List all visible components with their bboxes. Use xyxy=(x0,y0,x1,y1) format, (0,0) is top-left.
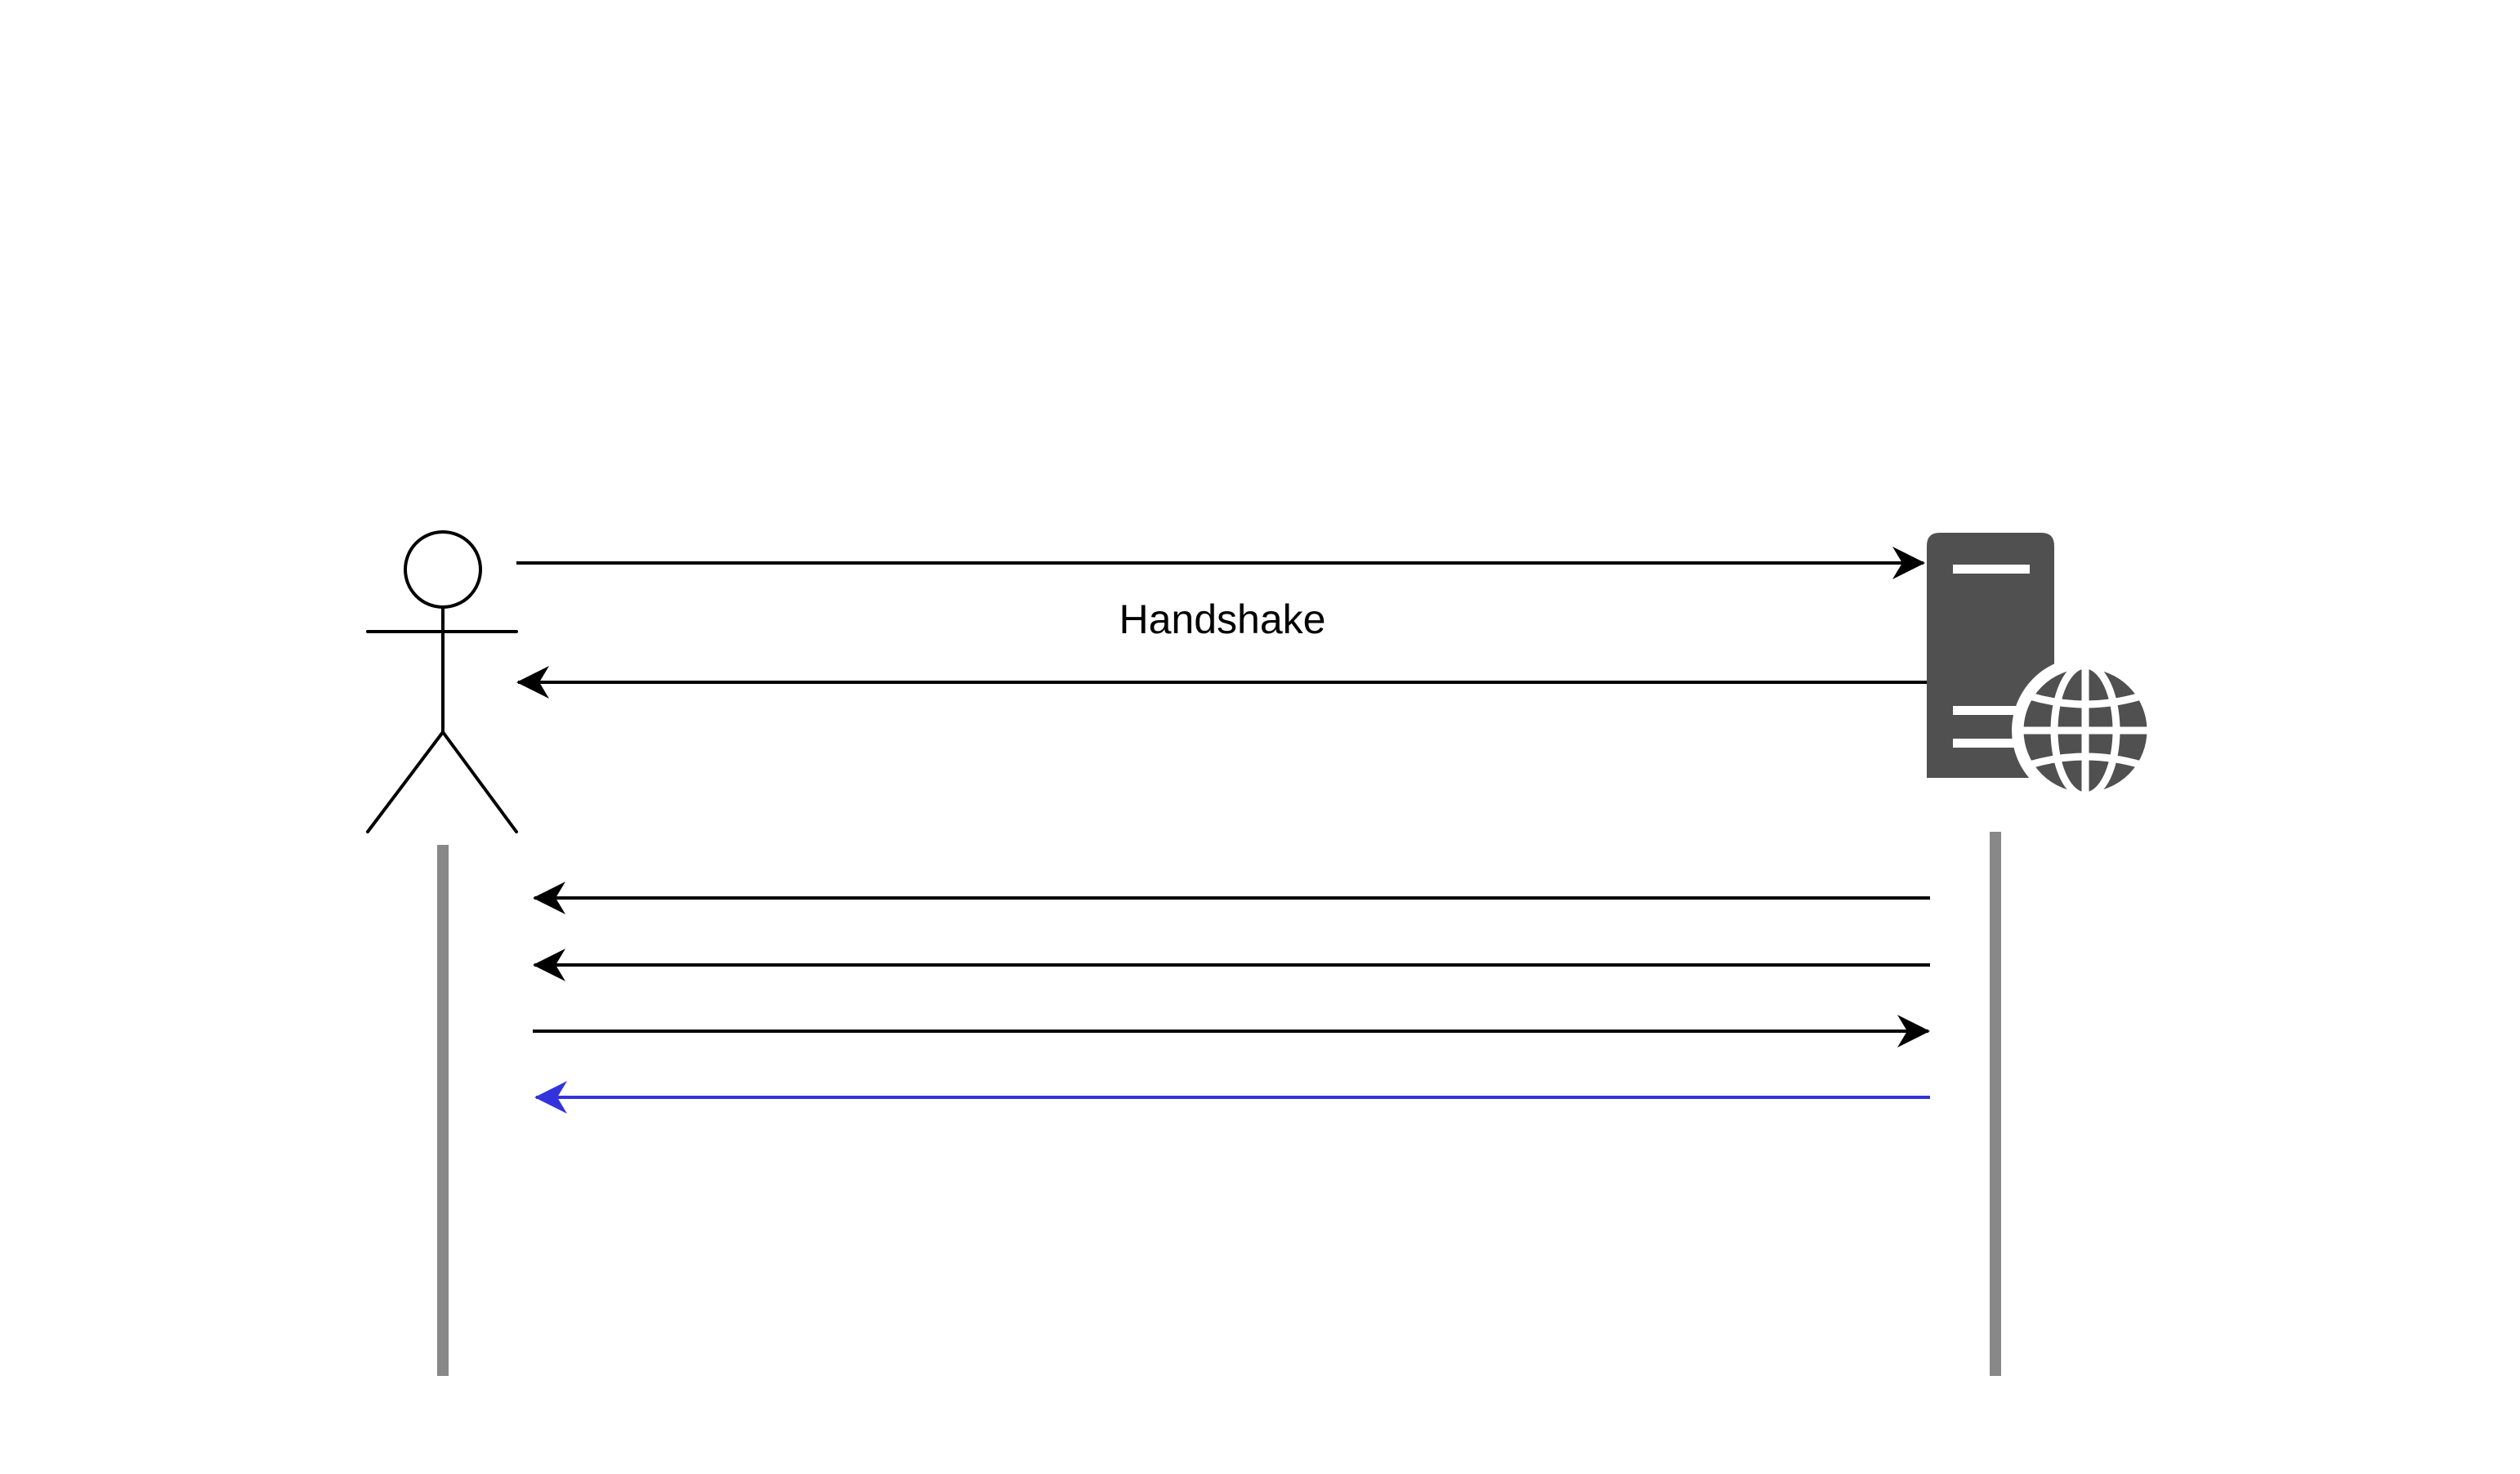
server-slot-bottom xyxy=(1953,739,2018,748)
actor-head xyxy=(404,530,482,609)
server-slot-top xyxy=(1953,565,2030,574)
actor-left-leg xyxy=(366,730,445,833)
server-slot-middle xyxy=(1953,706,2018,715)
globe-icon xyxy=(2012,657,2159,804)
actor-right-leg xyxy=(441,730,518,833)
handshake-label: Handshake xyxy=(1119,596,1326,642)
user-actor-icon xyxy=(366,530,518,833)
web-server-icon xyxy=(1927,533,2159,804)
